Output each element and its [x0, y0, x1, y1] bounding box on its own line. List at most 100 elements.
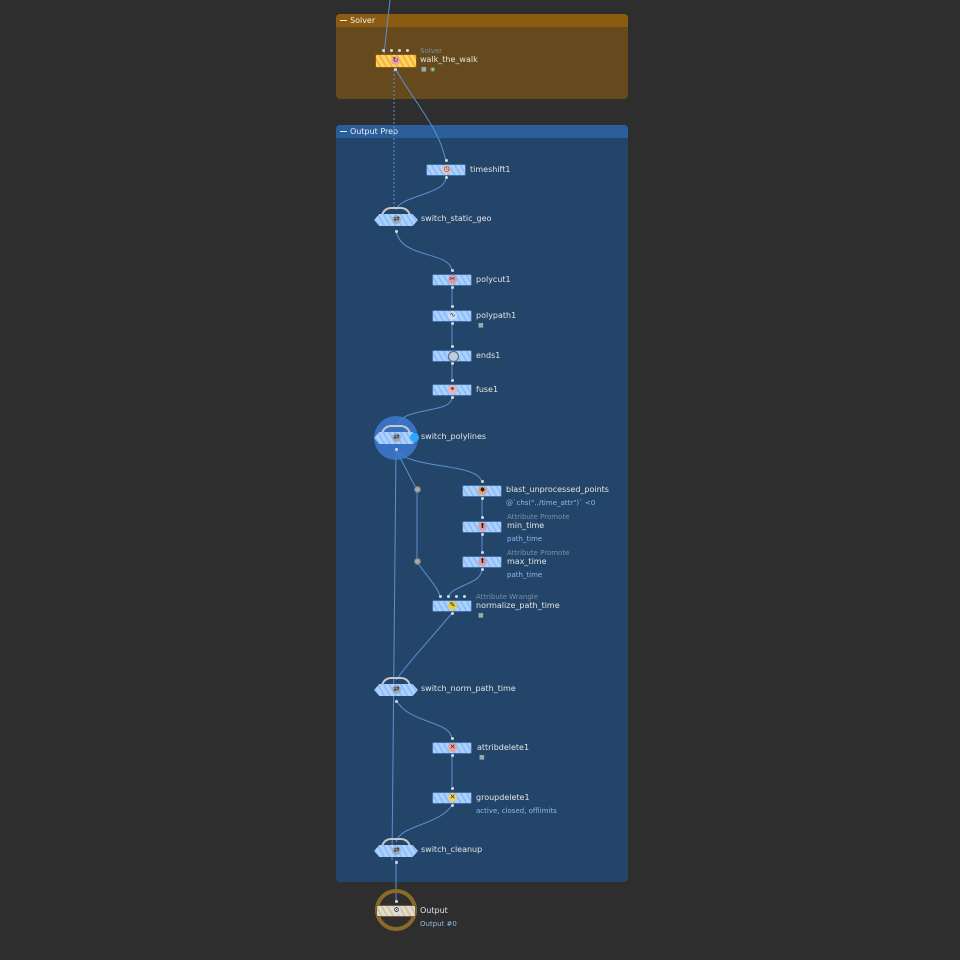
node-type: Attribute Promote: [507, 513, 570, 521]
solver-box-header[interactable]: Solver: [336, 14, 628, 27]
output-icon: ⚙: [392, 906, 401, 915]
input-port[interactable]: [451, 379, 454, 382]
node-param: Output #0: [420, 920, 457, 928]
attribpromote-icon: ⬆: [478, 557, 487, 566]
node-label: Output: [420, 906, 448, 915]
input-port[interactable]: [451, 305, 454, 308]
node-label: ends1: [476, 351, 501, 360]
wrangle-icon: ✎: [448, 601, 457, 610]
attribpromote-icon: ⬆: [478, 522, 487, 531]
switch-icon: ⇄: [392, 433, 401, 442]
switch-arc: [381, 425, 411, 435]
node-param: path_time: [507, 535, 543, 543]
output-port[interactable]: [451, 612, 454, 615]
wire: [395, 176, 447, 211]
input-port[interactable]: [447, 595, 450, 598]
node-label: normalize_path_time: [476, 601, 560, 610]
node-label: min_time: [507, 521, 545, 530]
input-port[interactable]: [451, 345, 454, 348]
node-label: switch_norm_path_time: [421, 684, 516, 693]
lock-icon: ■: [478, 322, 484, 329]
output-port[interactable]: [481, 533, 484, 536]
node-label: fuse1: [476, 385, 499, 394]
input-port[interactable]: [382, 49, 385, 52]
node-label: attribdelete1: [477, 743, 530, 752]
polypath-icon: ∿: [448, 311, 457, 320]
input-port[interactable]: [481, 480, 484, 483]
fuse-icon: ⚭: [448, 385, 457, 394]
wire: [391, 449, 397, 861]
input-port[interactable]: [390, 49, 393, 52]
input-port[interactable]: [451, 269, 454, 272]
solver-box-title: Solver: [350, 16, 376, 25]
node-type: Solver: [420, 47, 442, 55]
node-label: switch_static_geo: [421, 214, 492, 223]
input-port[interactable]: [481, 551, 484, 554]
switch-icon: ⇄: [392, 846, 401, 855]
lock-icon: ■: [479, 754, 485, 761]
input-port[interactable]: [481, 516, 484, 519]
output-port[interactable]: [451, 286, 454, 289]
wire: [395, 804, 453, 843]
input-port[interactable]: [451, 737, 454, 740]
output-port[interactable]: [394, 68, 397, 71]
output-port[interactable]: [395, 700, 398, 703]
groupdelete-icon: ✕: [448, 793, 457, 802]
node-param: path_time: [507, 571, 543, 579]
output-port[interactable]: [481, 568, 484, 571]
input-port[interactable]: [451, 787, 454, 790]
output-port[interactable]: [451, 754, 454, 757]
switch-arc: [381, 207, 411, 217]
output-port[interactable]: [445, 176, 448, 179]
node-label: timeshift1: [470, 165, 511, 174]
node-label: groupdelete1: [476, 793, 530, 802]
output-port[interactable]: [451, 804, 454, 807]
node-type: Attribute Wrangle: [476, 593, 539, 601]
output-port[interactable]: [481, 497, 484, 500]
switch-arc: [381, 677, 411, 687]
node-param: @`chs("../time_attr")` <0: [506, 499, 596, 507]
input-port[interactable]: [406, 49, 409, 52]
input-port[interactable]: [445, 159, 448, 162]
node-label: polycut1: [476, 275, 511, 284]
attribdelete-icon: ✕: [448, 743, 457, 752]
output-port[interactable]: [395, 448, 398, 451]
display-flag-icon[interactable]: [410, 433, 419, 442]
lock-icon: ■: [421, 66, 427, 73]
wire-dot[interactable]: [414, 486, 421, 493]
input-port[interactable]: [395, 900, 398, 903]
node-label: walk_the_walk: [420, 55, 478, 64]
switch-icon: ⇄: [392, 685, 401, 694]
output-prep-box-header[interactable]: Output Prep: [336, 125, 628, 138]
output-port[interactable]: [451, 322, 454, 325]
switch-icon: ⇄: [392, 215, 401, 224]
wire-dot[interactable]: [414, 558, 421, 565]
input-port[interactable]: [398, 49, 401, 52]
wire: [395, 229, 453, 273]
node-label: polypath1: [476, 311, 517, 320]
wire: [395, 449, 441, 599]
input-port[interactable]: [455, 595, 458, 598]
solver-icon: ↻: [391, 56, 400, 65]
output-port[interactable]: [451, 362, 454, 365]
wire: [395, 69, 447, 163]
ends-icon: [448, 351, 459, 362]
wire: [395, 612, 453, 681]
switch-arc: [381, 838, 411, 848]
node-label: max_time: [507, 557, 547, 566]
input-port[interactable]: [439, 595, 442, 598]
output-port[interactable]: [451, 396, 454, 399]
input-port[interactable]: [463, 595, 466, 598]
collapse-icon[interactable]: [340, 131, 347, 132]
collapse-icon[interactable]: [340, 20, 347, 21]
wire: [383, 0, 391, 55]
output-port[interactable]: [395, 861, 398, 864]
polycut-icon: ✂: [448, 275, 457, 284]
wire: [395, 699, 453, 741]
timeshift-icon: ◷: [442, 165, 451, 174]
output-port[interactable]: [395, 230, 398, 233]
node-label: switch_cleanup: [421, 845, 483, 854]
lock-icon: ■: [478, 612, 484, 619]
display-flag-icon[interactable]: ◉: [430, 66, 436, 73]
